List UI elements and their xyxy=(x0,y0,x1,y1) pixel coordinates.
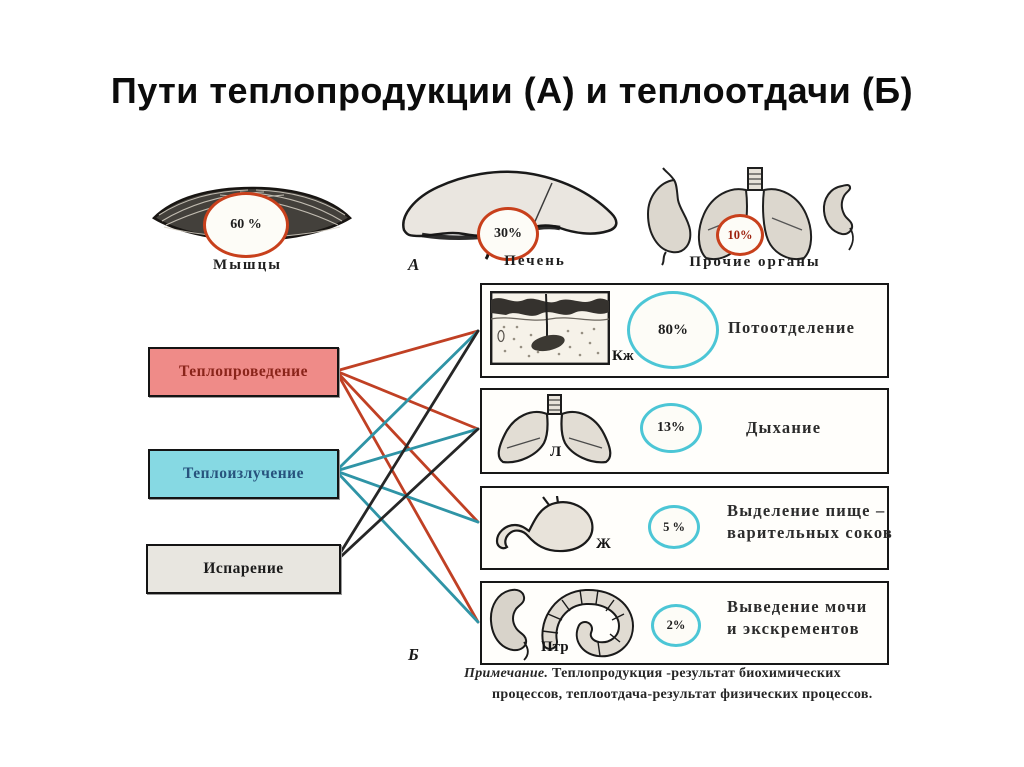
muscles-percent: 60 % xyxy=(230,217,262,232)
skin-abbr: Кж xyxy=(612,348,634,364)
caption-line: Выделение пище – xyxy=(727,501,886,520)
mechanism-box-2: Испарение xyxy=(146,544,341,594)
breathing-percent-circle: 13% xyxy=(640,403,702,453)
page-title: Пути теплопродукции (А) и теплоотдачи (Б… xyxy=(110,70,914,111)
note-text: Теплопродукция -результат биохимических xyxy=(552,666,841,681)
lungs-illustration xyxy=(497,394,612,464)
caption-line: и экскрементов xyxy=(727,619,860,638)
kidney-colon-abbr: Птр xyxy=(541,639,569,655)
liver-label: Печень xyxy=(504,253,566,269)
other-organs-percent-circle: 10% xyxy=(716,214,764,256)
mechanism-box-0: Теплопроведение xyxy=(148,347,339,397)
other-organs-label: Прочие органы xyxy=(689,254,821,270)
excretion-percent: 2% xyxy=(666,618,686,632)
sweating-percent: 80% xyxy=(658,321,688,338)
excretion-percent-circle: 2% xyxy=(651,604,701,647)
section-a-label: А xyxy=(408,255,420,274)
liver-percent: 30% xyxy=(494,226,522,241)
section-b-label: Б xyxy=(408,645,419,664)
note-line-2: процессов, теплоотдача-результат физичес… xyxy=(492,687,873,702)
digestive-caption: Выделение пище – варительных соков xyxy=(727,500,893,544)
digestive-percent: 5 % xyxy=(663,519,685,534)
other-organs-illustration xyxy=(646,167,854,266)
caption-line: варительных соков xyxy=(727,523,894,542)
liver-illustration xyxy=(402,170,618,260)
breathing-percent: 13% xyxy=(657,420,685,435)
note-line-1: Примечание. Теплопродукция -результат би… xyxy=(464,666,841,682)
sweating-caption: Потоотделение xyxy=(728,317,855,339)
excretion-caption: Выведение мочи и экскрементов xyxy=(727,596,868,640)
skin-illustration xyxy=(490,291,610,365)
breathing-caption: Дыхание xyxy=(746,417,821,439)
mechanism-box-1: Теплоизлучение xyxy=(148,449,339,499)
kidney-colon-illustration xyxy=(489,588,635,661)
mechanism-label: Теплопроведение xyxy=(179,363,308,380)
note-prefix: Примечание. xyxy=(464,666,549,681)
muscles-label: Мышцы xyxy=(213,257,282,273)
mechanism-label: Теплоизлучение xyxy=(183,465,304,482)
caption-line: Дыхание xyxy=(746,418,822,437)
digestive-percent-circle: 5 % xyxy=(648,505,700,549)
caption-line: Выведение мочи xyxy=(727,597,868,616)
stomach-illustration xyxy=(495,496,594,553)
lungs-abbr: Л xyxy=(550,444,562,460)
muscles-percent-circle: 60 % xyxy=(203,192,289,258)
mechanism-label: Испарение xyxy=(203,560,284,577)
caption-line: Потоотделение xyxy=(728,318,856,337)
sweating-percent-circle: 80% xyxy=(627,291,719,369)
stomach-abbr: Ж xyxy=(596,536,611,552)
other-organs-percent: 10% xyxy=(727,227,753,242)
liver-percent-circle: 30% xyxy=(477,207,539,261)
